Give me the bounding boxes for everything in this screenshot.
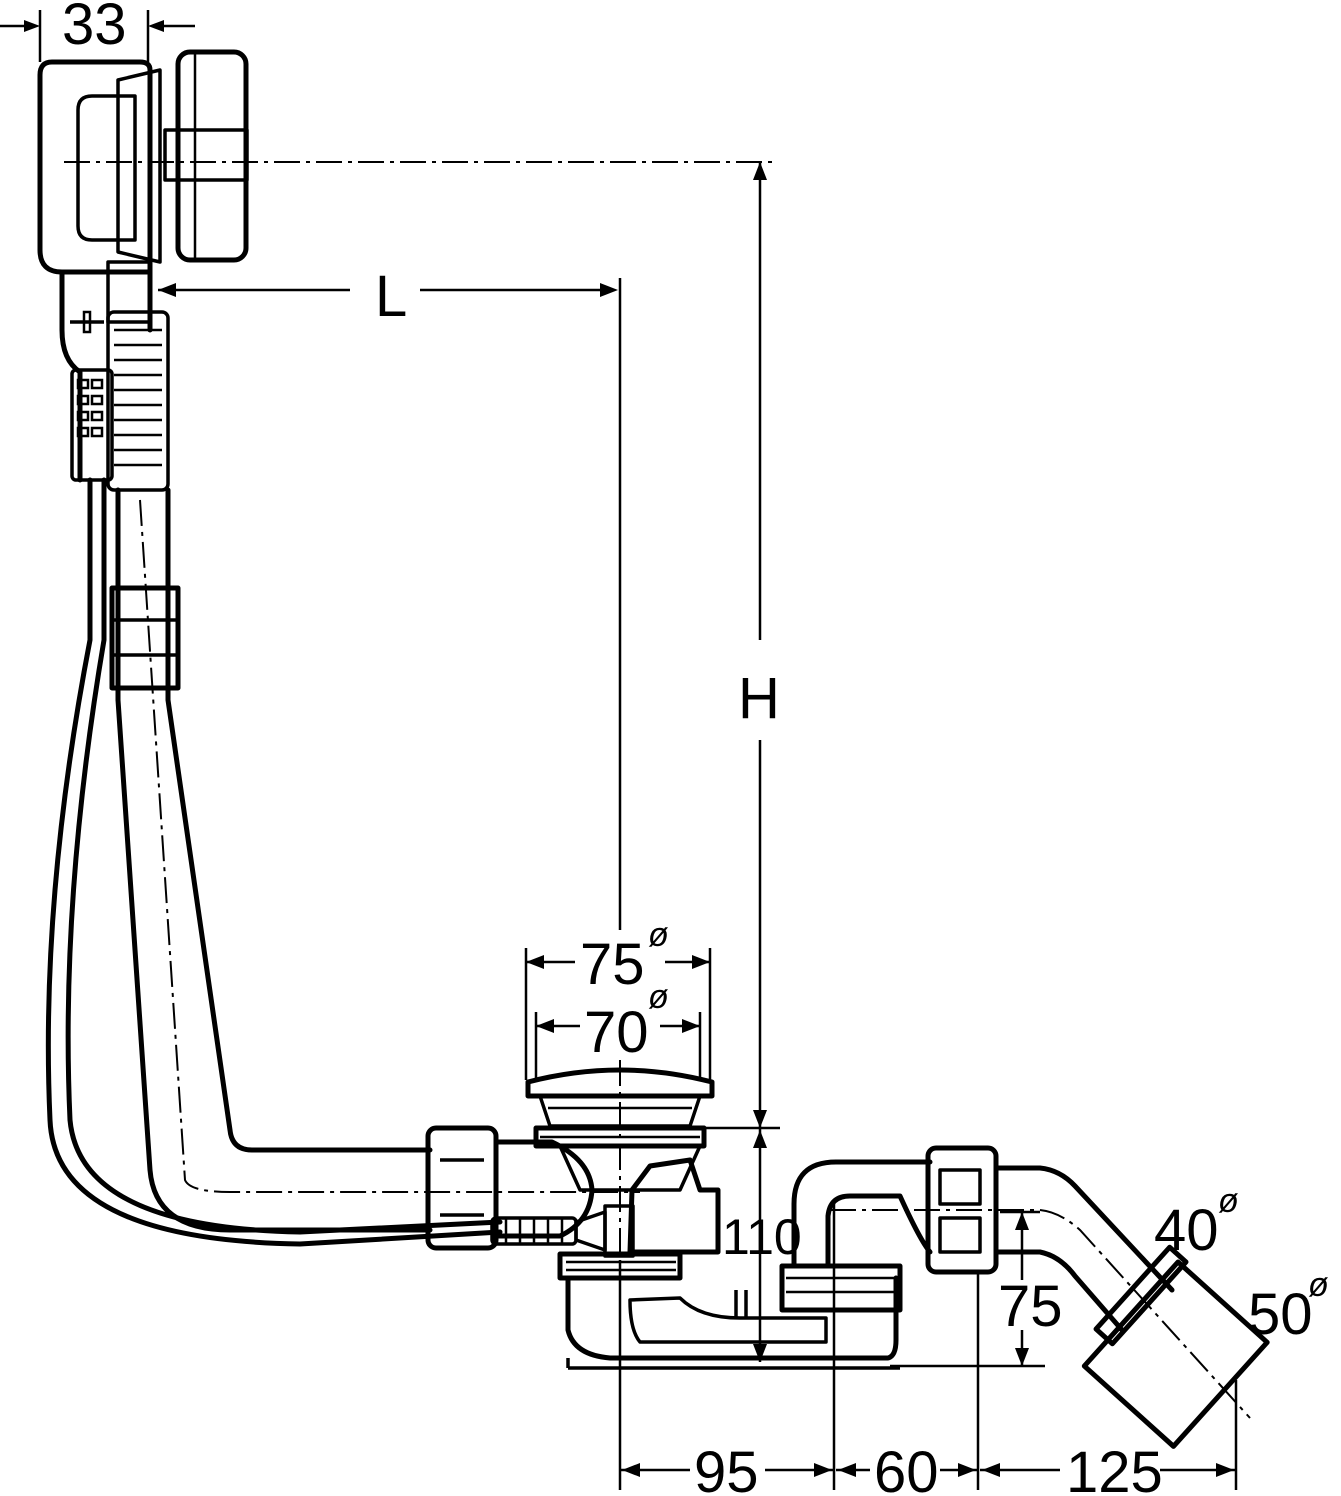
diameter-symbol-3: ø <box>1218 1182 1239 1220</box>
dim-bottom-1-label: 95 <box>694 1440 759 1496</box>
dim-height-label: H <box>738 666 780 731</box>
dim-length-label: L <box>375 264 407 329</box>
cable-connector <box>490 1204 635 1258</box>
overflow-pipe <box>109 487 640 1233</box>
diameter-symbol-1: ø <box>648 916 669 954</box>
dim-bottom-2-label: 60 <box>874 1440 939 1496</box>
dimension-labels: 33 L H 75 ø 70 ø 110 75 40 ø 50 ø 95 60 … <box>62 0 1329 1496</box>
center-lines <box>64 161 775 1260</box>
diameter-symbol-4: ø <box>1308 1266 1329 1304</box>
bowden-cable <box>45 477 503 1247</box>
outlet-pipe <box>830 1165 1270 1449</box>
dim-top-width-label: 33 <box>62 0 127 57</box>
dimension-lines <box>0 10 1238 1490</box>
diameter-symbol-2: ø <box>648 978 669 1016</box>
dim-body-height-label: 110 <box>722 1209 802 1265</box>
dim-inner-dia-label: 70 <box>584 1000 649 1065</box>
overflow-head <box>37 49 249 275</box>
dim-pipe-dia-2-label: 50 <box>1248 1282 1313 1347</box>
dim-pipe-dia-1-label: 40 <box>1154 1198 1219 1263</box>
dim-bottom-3-label: 125 <box>1066 1440 1163 1496</box>
dim-outer-dia-label: 75 <box>580 932 645 997</box>
overflow-connector <box>59 260 170 492</box>
trap-elbow <box>779 1159 933 1313</box>
dim-outlet-rise-label: 75 <box>998 1274 1063 1339</box>
